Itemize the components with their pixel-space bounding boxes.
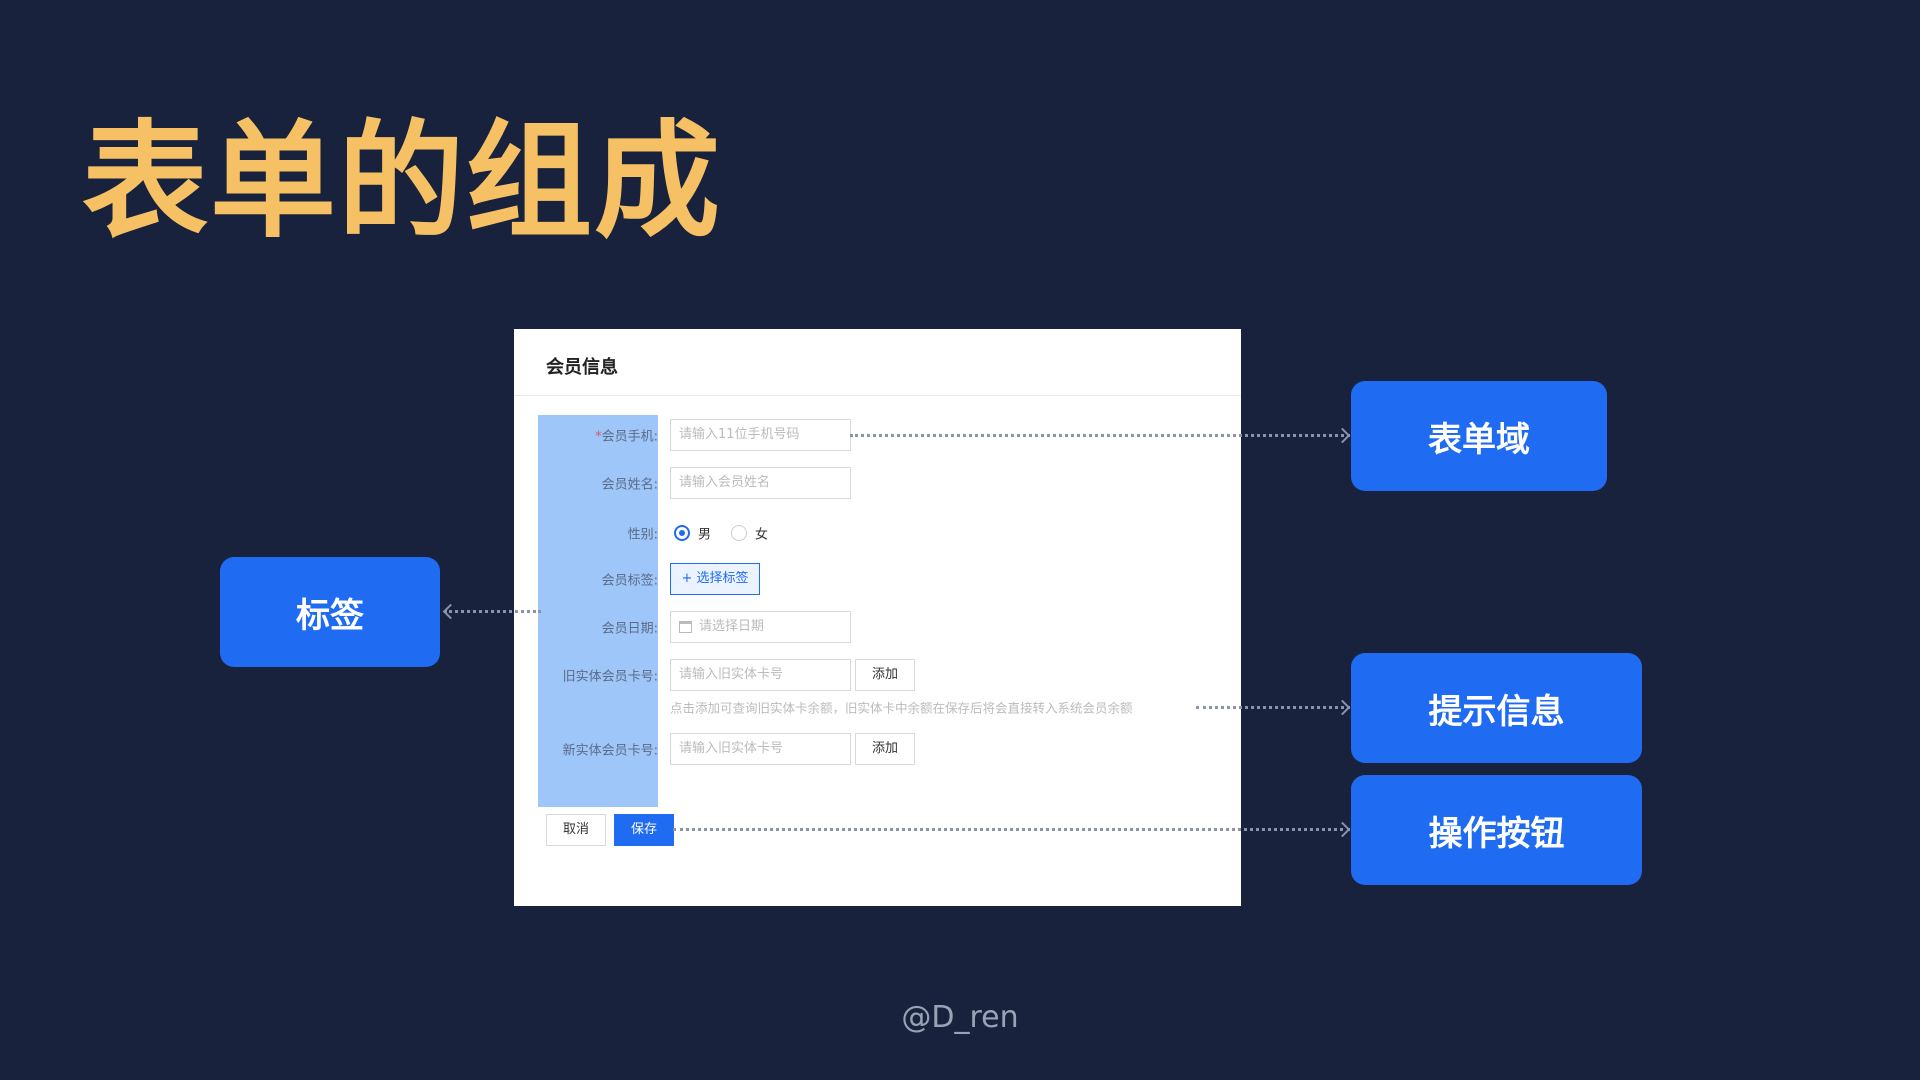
label-old-card: 旧实体会员卡号: <box>562 669 658 685</box>
label-gender: 性别: <box>627 527 658 543</box>
radio-male[interactable] <box>674 525 690 541</box>
cancel-button[interactable]: 取消 <box>546 814 606 846</box>
radio-female[interactable] <box>731 525 747 541</box>
hint-text: 点击添加可查询旧实体卡余额，旧实体卡中余额在保存后将会直接转入系统会员余额 <box>670 700 1133 716</box>
date-input[interactable]: 请选择日期 <box>670 611 851 643</box>
divider <box>514 395 1241 396</box>
arrow-left-icon <box>442 603 459 620</box>
save-button[interactable]: 保存 <box>614 814 674 846</box>
add-new-card-button[interactable]: 添加 <box>855 733 915 765</box>
calendar-icon <box>679 621 692 633</box>
radio-female-label: 女 <box>755 527 769 543</box>
arrow-right-icon <box>1334 699 1351 716</box>
label-column-highlight <box>538 415 658 807</box>
arrow-right-icon <box>1334 427 1351 444</box>
old-card-input[interactable]: 请输入旧实体卡号 <box>670 659 851 691</box>
radio-male-label: 男 <box>698 527 712 543</box>
label-new-card: 新实体会员卡号: <box>562 743 658 759</box>
connector-hint <box>1196 706 1350 709</box>
connector-field <box>850 434 1350 437</box>
author-credit: @D_ren <box>901 1000 1019 1035</box>
label-name: 会员姓名: <box>601 477 658 493</box>
member-form-card: 会员信息 *会员手机: 请输入11位手机号码 会员姓名: 请输入会员姓名 性别:… <box>514 329 1241 906</box>
label-tags: 会员标签: <box>601 573 658 589</box>
label-phone: *会员手机: <box>595 429 658 445</box>
label-date: 会员日期: <box>601 621 658 637</box>
add-old-card-button[interactable]: 添加 <box>855 659 915 691</box>
select-tags-button[interactable]: + 选择标签 <box>670 563 760 595</box>
callout-label: 标签 <box>220 557 440 667</box>
connector-label <box>444 610 541 613</box>
callout-hint: 提示信息 <box>1351 653 1642 763</box>
name-input[interactable]: 请输入会员姓名 <box>670 467 851 499</box>
page-title: 表单的组成 <box>82 108 722 255</box>
connector-actions <box>673 828 1350 831</box>
form-title: 会员信息 <box>546 357 618 378</box>
callout-form-field: 表单域 <box>1351 381 1607 491</box>
phone-input[interactable]: 请输入11位手机号码 <box>670 419 851 451</box>
callout-actions: 操作按钮 <box>1351 775 1642 885</box>
new-card-input[interactable]: 请输入旧实体卡号 <box>670 733 851 765</box>
arrow-right-icon <box>1334 821 1351 838</box>
